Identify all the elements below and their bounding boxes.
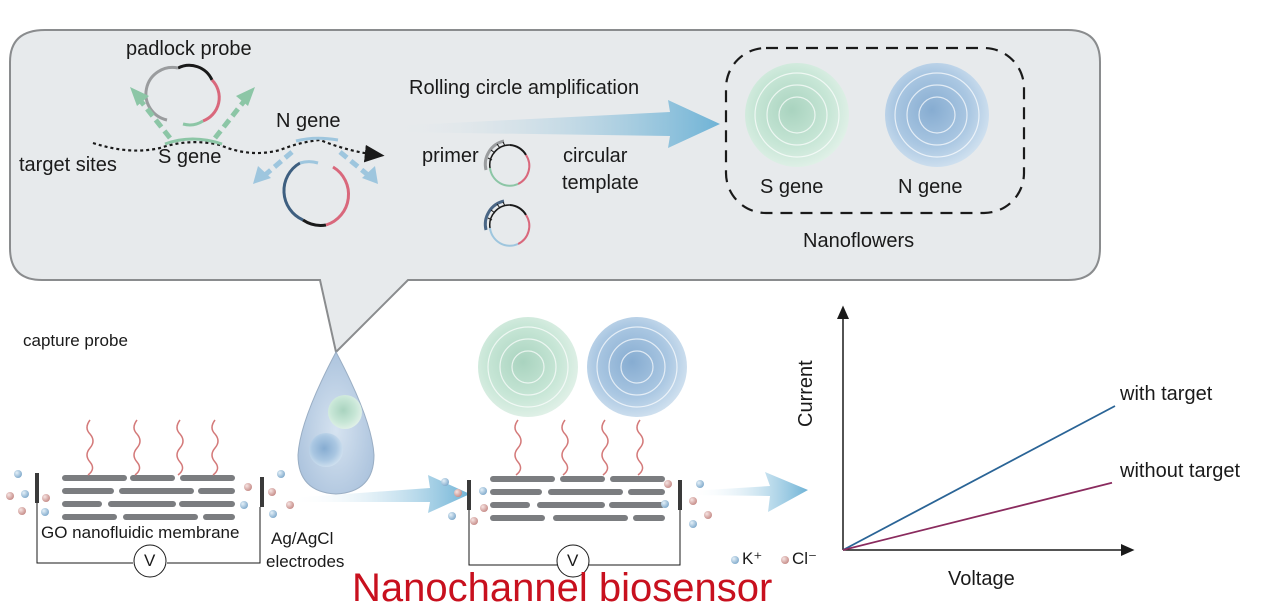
circular-template-s bbox=[483, 139, 531, 187]
rca-arrow bbox=[390, 100, 720, 148]
n-gene-segment bbox=[295, 136, 339, 143]
electrode-middle-b bbox=[678, 480, 682, 510]
figure-title: Nanochannel biosensor bbox=[352, 566, 773, 610]
go-membrane-middle bbox=[490, 476, 665, 521]
primer-label: primer bbox=[422, 145, 479, 167]
capture-probes-left bbox=[86, 419, 219, 476]
n-gene-dashed-arrows bbox=[263, 150, 370, 177]
capture-probe-label: capture probe bbox=[23, 331, 128, 350]
padlock-probe-n bbox=[282, 160, 351, 227]
s-gene-segment bbox=[164, 137, 223, 146]
ions-middle bbox=[441, 478, 712, 528]
series-line-with-target bbox=[842, 405, 1116, 551]
series-line-without-target bbox=[842, 481, 1113, 551]
padlock-probe-s bbox=[144, 63, 221, 127]
n-gene-nanoflower bbox=[885, 63, 989, 167]
captured-s-nanoflower bbox=[478, 317, 578, 417]
nanoflower-s-gene-label: S gene bbox=[760, 176, 824, 198]
circuit-wire-left bbox=[36, 503, 261, 564]
nanoflowers-caption: Nanoflowers bbox=[803, 230, 915, 252]
legend-with-target: with target bbox=[1120, 383, 1213, 405]
electrodes-label-2: electrodes bbox=[266, 552, 345, 571]
circular-template-label-2: template bbox=[562, 172, 639, 194]
flow-arrow-2 bbox=[690, 472, 808, 512]
nanoflowers-box bbox=[724, 46, 1026, 215]
chart-y-label: Current bbox=[795, 360, 817, 427]
circular-template-label-1: circular bbox=[563, 145, 628, 167]
circular-template-n bbox=[483, 199, 531, 247]
k-ion-legend-icon bbox=[731, 556, 739, 564]
flow-arrow-1 bbox=[290, 475, 470, 513]
arrowhead-icon bbox=[236, 87, 255, 106]
voltmeter-middle bbox=[556, 544, 590, 578]
nanoflower-n-gene-label: N gene bbox=[898, 176, 963, 198]
target-sites-label: target sites bbox=[19, 154, 117, 176]
arrowhead-icon bbox=[130, 87, 149, 106]
electrode-left-b bbox=[260, 477, 264, 507]
electrode-middle-a bbox=[467, 480, 471, 510]
padlock-probe-label: padlock probe bbox=[126, 38, 252, 60]
target-strand bbox=[92, 138, 385, 163]
chart-x-label: Voltage bbox=[948, 568, 1015, 590]
circuit-wire-middle bbox=[468, 510, 681, 566]
electrodes-label-1: Ag/AgCl bbox=[271, 529, 334, 548]
arrowhead-icon bbox=[253, 166, 271, 184]
n-gene-label: N gene bbox=[276, 110, 341, 132]
s-gene-dashed-arrows bbox=[138, 98, 247, 140]
k-ion-legend-label: K⁺ bbox=[742, 549, 763, 568]
voltmeter-left bbox=[133, 544, 167, 578]
capture-probes-middle bbox=[514, 419, 644, 476]
go-membrane-left bbox=[62, 475, 235, 520]
ions-left bbox=[6, 470, 294, 518]
membrane-label: GO nanofluidic membrane bbox=[41, 523, 240, 542]
rca-label: Rolling circle amplification bbox=[409, 77, 640, 99]
arrowhead-icon bbox=[362, 166, 378, 184]
s-gene-nanoflower bbox=[745, 63, 849, 167]
voltmeter-middle-label: V bbox=[567, 551, 579, 570]
sample-droplet bbox=[297, 350, 375, 495]
cl-ion-legend-icon bbox=[781, 556, 789, 564]
voltmeter-left-label: V bbox=[144, 551, 156, 570]
captured-n-nanoflower bbox=[587, 317, 687, 417]
legend-without-target: without target bbox=[1120, 460, 1241, 482]
s-gene-label: S gene bbox=[158, 146, 222, 168]
cl-ion-legend-label: Cl⁻ bbox=[792, 549, 818, 568]
electrode-left-a bbox=[35, 473, 39, 503]
iv-chart bbox=[837, 305, 1135, 556]
